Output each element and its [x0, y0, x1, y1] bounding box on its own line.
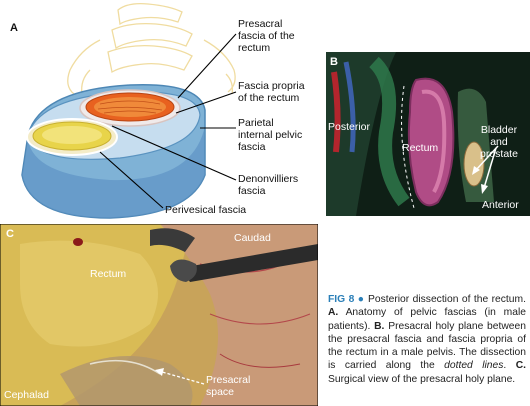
rectum-fat-highlight: [20, 240, 158, 347]
rectum-highlight: [421, 89, 447, 193]
caption-text: Posterior dissection of the rectum.: [368, 294, 526, 305]
caption-text: Presacral holy plane between the presacr…: [328, 320, 526, 372]
label-line: fascia: [238, 141, 266, 153]
dissection-dotted-line: [401, 85, 415, 209]
label-line: Bladder: [480, 124, 518, 136]
grasper-tip: [150, 228, 195, 252]
caption-part-b: B.: [374, 320, 385, 332]
instrument-shaft: [180, 244, 318, 282]
prostate-arrow-line: [483, 147, 497, 189]
label-line: Presacral: [206, 374, 251, 386]
label-line: fascia of the: [238, 30, 295, 42]
vessel-blue: [343, 61, 356, 153]
label-caudad: Caudad: [234, 232, 271, 244]
caption-dotted-lines: dotted lines: [444, 360, 504, 372]
label-line: and: [490, 136, 508, 148]
caption-bullet: ●: [357, 294, 365, 305]
panel-c-letter: C: [6, 228, 14, 240]
panel-a-illustration: A Presacral fascia of the rectum Fascia …: [0, 0, 325, 222]
vessel-red: [331, 71, 341, 153]
presacral-arrow-line: [161, 371, 205, 385]
label-line: of the rectum: [238, 92, 300, 104]
label-cephalad: Cephalad: [4, 389, 49, 401]
label-denonvilliers-fascia: Denonvilliers fascia: [238, 173, 298, 197]
caption-part-c: C.: [515, 360, 526, 372]
fascia-green: [368, 56, 410, 207]
pelvic-fascia-drawing: [21, 2, 237, 219]
panel-b-letter: B: [330, 56, 338, 68]
sagittal-pelvis-drawing: [326, 52, 530, 216]
presacral-plane: [60, 356, 193, 406]
bladder-arrow-line: [475, 145, 499, 171]
label-line: Presacral: [238, 18, 283, 30]
panel-c-photo: C Caudad Rectum Presacral space Cephalad: [0, 224, 318, 406]
posterior-tissue: [326, 52, 396, 216]
caption-text: Anatomy of pelvic fascias (in male patie…: [328, 307, 526, 332]
instrument-tip: [170, 259, 197, 282]
label-line: fascia: [238, 185, 266, 197]
label-line: space: [206, 386, 235, 398]
basin-front: [22, 130, 205, 218]
vessel: [209, 313, 311, 325]
label-posterior: Posterior: [328, 121, 371, 133]
leader-lines: [99, 33, 237, 209]
label-line: Parietal: [238, 117, 274, 129]
presacral-arrowhead: [155, 368, 164, 376]
bladder-lumen: [42, 126, 102, 144]
areolar-tissue: [89, 359, 161, 375]
vessel: [219, 353, 301, 368]
label-presacral-space: Presacral space: [206, 374, 250, 398]
prostate-arrowhead: [481, 184, 488, 194]
blood-spot: [73, 238, 83, 246]
panel-b-illustration: B Posterior Rectum Bladder and prostate …: [326, 52, 530, 216]
bladder-arrowhead: [472, 166, 480, 175]
caption-text: Surgical view of the presacral holy plan…: [328, 373, 516, 385]
caption-text: .: [503, 360, 507, 372]
caption-part-a: A.: [328, 307, 339, 319]
label-fascia-propria: Fascia propria of the rectum: [238, 80, 305, 104]
label-anterior: Anterior: [482, 199, 519, 211]
rectum-texture: [97, 100, 163, 114]
label-line: Fascia propria: [238, 80, 305, 92]
label-line: prostate: [480, 148, 518, 160]
label-bladder-prostate: Bladder and prostate: [480, 124, 518, 160]
label-line: internal pelvic: [238, 129, 303, 141]
label-rectum-b: Rectum: [402, 142, 439, 154]
prostate-organ: [463, 141, 485, 187]
figure-caption: FIG 8 ● Posterior dissection of the rect…: [328, 293, 526, 386]
label-rectum-c: Rectum: [90, 268, 127, 280]
spine-outline: [67, 2, 236, 95]
surgical-view: [0, 224, 318, 406]
label-presacral-fascia: Presacral fascia of the rectum: [238, 18, 295, 54]
label-line: rectum: [238, 42, 271, 54]
label-line: Denonvilliers: [238, 173, 299, 185]
label-perivesical-fascia: Perivesical fascia: [165, 204, 247, 216]
label-parietal-fascia: Parietal internal pelvic fascia: [238, 117, 302, 153]
figure-number: FIG 8: [328, 294, 355, 305]
panel-a-letter: A: [10, 22, 18, 34]
